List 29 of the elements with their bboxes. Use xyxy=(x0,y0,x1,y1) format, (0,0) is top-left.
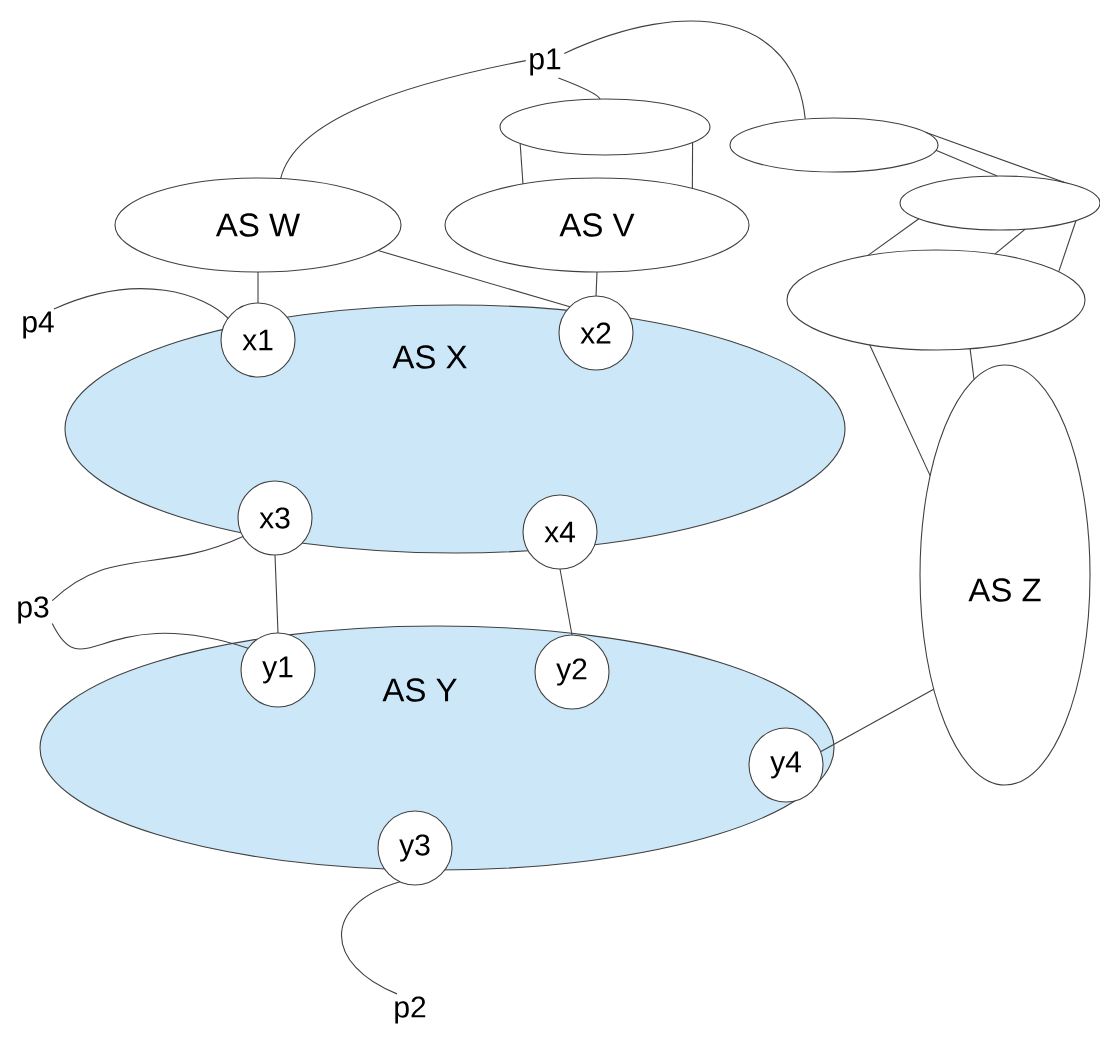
connector-line xyxy=(867,218,920,257)
connector-line xyxy=(340,881,401,995)
connector-line xyxy=(935,149,998,177)
connector-line xyxy=(595,271,598,297)
connector-line xyxy=(274,554,279,634)
point-label: p1 xyxy=(530,48,561,76)
connector-line xyxy=(519,142,524,185)
connector-line xyxy=(691,141,694,189)
connector-line xyxy=(563,20,806,120)
connector-line xyxy=(820,688,935,753)
ellipse xyxy=(729,117,939,173)
connector-line xyxy=(1058,220,1077,273)
connector-line xyxy=(559,568,573,636)
connector-line xyxy=(924,131,1065,183)
connector-line xyxy=(53,288,229,319)
connector-line xyxy=(969,348,975,380)
connector-line xyxy=(280,60,527,180)
connector-line xyxy=(869,344,931,477)
connector-line xyxy=(557,77,601,100)
connector-line xyxy=(257,271,259,304)
connector-line xyxy=(377,250,571,308)
point-label: p4 xyxy=(23,311,54,339)
ellipse xyxy=(499,98,711,156)
connector-line xyxy=(994,228,1026,255)
connector-line xyxy=(51,622,249,650)
point-label: p2 xyxy=(395,996,426,1024)
connector-line xyxy=(51,535,244,602)
point-label: p3 xyxy=(18,596,49,624)
ellipse xyxy=(786,249,1086,351)
